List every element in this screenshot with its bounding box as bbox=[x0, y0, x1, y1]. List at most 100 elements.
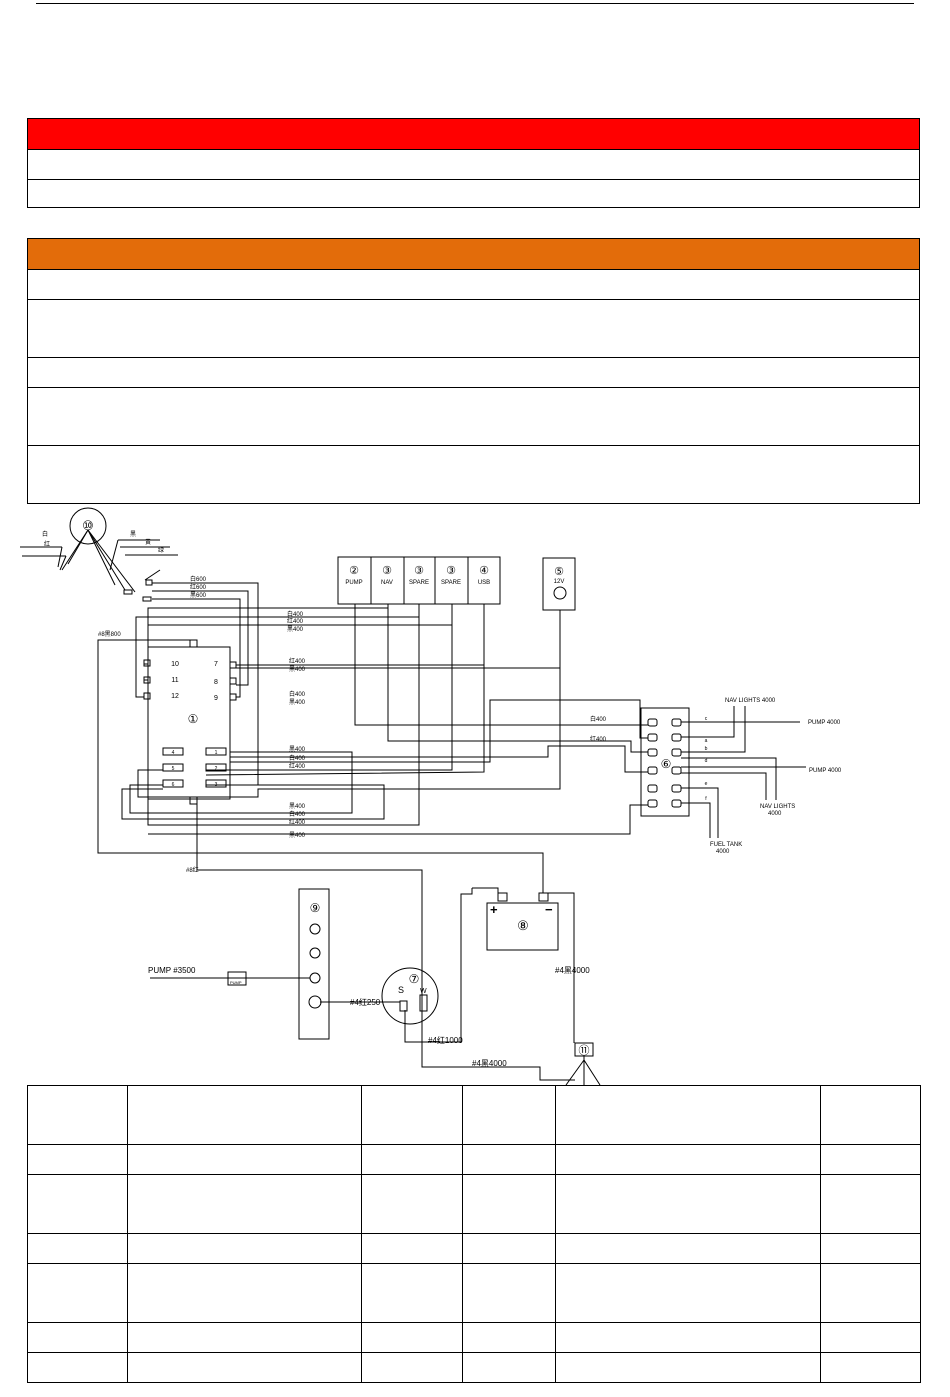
wire-label: 红400 bbox=[289, 818, 306, 826]
table-row bbox=[27, 1352, 921, 1383]
legend-label: 黑 bbox=[130, 531, 136, 538]
wire-label: #4黑4000 bbox=[472, 1059, 507, 1068]
socket-12v-circle bbox=[553, 586, 567, 600]
component-number: ⑨ bbox=[310, 901, 321, 915]
nav-lights-label: 4000 bbox=[768, 811, 782, 817]
red-header-bar bbox=[28, 119, 919, 149]
wire-label: 黑600 bbox=[190, 592, 207, 599]
switch-pin: 4 bbox=[172, 750, 175, 756]
info-box-orange bbox=[27, 238, 920, 504]
table-row bbox=[27, 1322, 921, 1353]
wire-label: 红400 bbox=[289, 657, 306, 665]
info-row bbox=[28, 179, 919, 207]
ignition-switch-circle bbox=[381, 967, 439, 1025]
socket-12v-box bbox=[542, 557, 576, 611]
wire-label: #4红250 bbox=[350, 997, 381, 1007]
wire-label: 白400 bbox=[289, 690, 306, 698]
fuel-tank-label: FUEL TANK bbox=[710, 842, 742, 848]
panel-9-box bbox=[298, 888, 330, 1040]
pump-label: PUMP #3500 bbox=[148, 966, 196, 975]
wire-label: 黑400 bbox=[289, 803, 306, 810]
battery-plus: + bbox=[490, 902, 498, 917]
component-number: ④ bbox=[479, 565, 489, 577]
legend-label: 红 bbox=[44, 540, 50, 548]
table-row bbox=[27, 1144, 921, 1175]
wire-label: 白400 bbox=[590, 715, 607, 723]
pump-label: PUMP 4000 bbox=[809, 768, 842, 774]
fuse-block-box bbox=[640, 707, 690, 817]
wire-label: 红400 bbox=[287, 617, 304, 625]
parts-table bbox=[27, 1085, 921, 1383]
component-number: ③ bbox=[446, 565, 456, 577]
wire-label: 黑400 bbox=[289, 666, 306, 673]
switch-unit-box bbox=[147, 646, 231, 800]
table-row bbox=[27, 1233, 921, 1264]
switch-pin: 1 bbox=[215, 750, 218, 756]
component-number: ③ bbox=[382, 565, 392, 577]
info-row bbox=[28, 357, 919, 387]
legend-label: 白 bbox=[42, 530, 48, 538]
wire-label: 白600 bbox=[190, 575, 207, 583]
switch-pin: 3 bbox=[215, 782, 218, 788]
switch-pin: 11 bbox=[171, 677, 178, 684]
fuse-letter: c bbox=[705, 716, 708, 722]
legend-label: 黄 bbox=[145, 538, 151, 546]
component-label: SPARE bbox=[409, 580, 429, 586]
battery-minus: − bbox=[545, 902, 553, 917]
ignition-s: S bbox=[398, 985, 404, 995]
component-number: ⑥ bbox=[661, 757, 672, 771]
component-10-gland bbox=[20, 507, 178, 602]
switch-pin: 2 bbox=[215, 766, 218, 772]
wire-label: 红400 bbox=[289, 762, 306, 770]
info-row bbox=[28, 445, 919, 503]
wiring-diagram: 白600 红600 黑600 白400 红400 黑400 #8黑800 红40… bbox=[20, 507, 842, 1085]
fuse-letter: a bbox=[705, 738, 708, 744]
table-row bbox=[27, 1174, 921, 1234]
switch-pin: 12 bbox=[171, 693, 179, 700]
info-row bbox=[28, 269, 919, 299]
component-label: PUMP bbox=[345, 580, 362, 586]
component-number: ② bbox=[349, 565, 359, 577]
header-rule bbox=[36, 3, 914, 4]
component-label: NAV bbox=[381, 580, 393, 586]
wire-label: 红600 bbox=[190, 583, 207, 591]
ignition-w: W bbox=[420, 988, 427, 995]
wire-label: 黑400 bbox=[287, 626, 304, 633]
wire-label: 黑400 bbox=[289, 699, 306, 706]
table-header-row bbox=[27, 1085, 921, 1145]
info-box-red bbox=[27, 118, 920, 208]
wire-label: 黑400 bbox=[289, 832, 306, 839]
wire-label: 红400 bbox=[590, 735, 607, 743]
fuse-terminals bbox=[647, 718, 682, 808]
switch-pin: 9 bbox=[214, 695, 218, 702]
component-label: SPARE bbox=[441, 580, 461, 586]
component-number: ⑦ bbox=[409, 972, 420, 986]
component-number: ① bbox=[188, 712, 199, 726]
switch-pin: 7 bbox=[214, 661, 218, 668]
pump-label: PUMP 4000 bbox=[808, 720, 841, 726]
fuse-letter: f bbox=[705, 796, 707, 802]
legend-label: 绿 bbox=[158, 546, 164, 554]
component-number: ⑧ bbox=[517, 918, 529, 933]
component-number: ⑪ bbox=[579, 1044, 590, 1057]
wire-label: 白400 bbox=[289, 754, 306, 762]
component-label: USB bbox=[478, 580, 490, 586]
switch-pin: 8 bbox=[214, 679, 218, 686]
pump-label: PUMP bbox=[230, 980, 242, 985]
component-number: ⑩ bbox=[82, 518, 94, 533]
nav-lights-label: NAV LIGHTS 4000 bbox=[725, 698, 776, 704]
orange-header-bar bbox=[28, 239, 919, 269]
component-number: ⑤ bbox=[554, 566, 564, 578]
wire-label: 黑400 bbox=[289, 746, 306, 753]
battery-box bbox=[486, 902, 559, 951]
fuse-letter: d bbox=[705, 758, 708, 764]
wire-label: 白400 bbox=[287, 610, 304, 618]
wire-label: #4红1000 bbox=[428, 1035, 463, 1045]
table-row bbox=[27, 1263, 921, 1323]
nav-lights-label: NAV LIGHTS bbox=[760, 804, 795, 810]
fuel-tank-label: 4000 bbox=[716, 849, 730, 855]
wire-label: #8红 bbox=[186, 866, 199, 874]
switch-pin: 5 bbox=[172, 766, 175, 772]
info-row bbox=[28, 387, 919, 445]
wire-label: #4黑4000 bbox=[555, 966, 590, 975]
